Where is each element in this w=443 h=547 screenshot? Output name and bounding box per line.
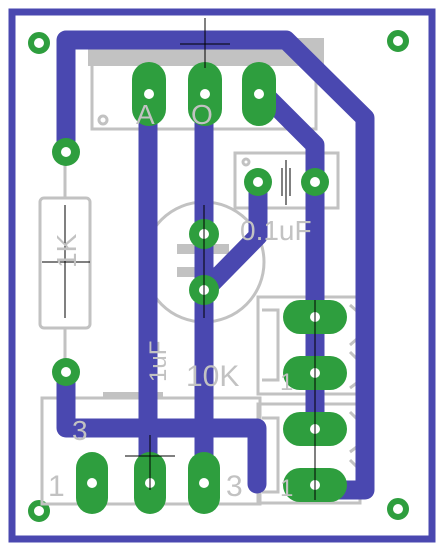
capacitor-outline	[233, 151, 340, 210]
board-outline	[8, 8, 436, 543]
reference-marks	[42, 18, 316, 500]
electrolytic-label: 1uF	[145, 341, 172, 382]
pot-pin3-marker: 3	[72, 415, 88, 446]
capacitor-label: 0.1uF	[240, 215, 312, 246]
trace-cap-diagonal	[195, 172, 268, 300]
trace-top-rail	[56, 30, 375, 500]
pot-label: 10K	[186, 360, 239, 393]
connector-top-mark: 1	[280, 369, 293, 396]
mounting-hole-icon	[28, 30, 409, 522]
resistor-label: 1K	[51, 233, 82, 268]
pot-pin3-label: 3	[226, 470, 243, 503]
drill-layer	[61, 89, 320, 490]
regulator-label-a: A	[136, 99, 155, 130]
pot-pin1-label: 1	[48, 470, 65, 503]
capacitor-symbol-icon	[281, 168, 291, 196]
connector-bottom-mark: 1	[280, 475, 293, 502]
regulator-label-o: O	[191, 99, 213, 130]
trace-left-rail	[56, 362, 267, 494]
